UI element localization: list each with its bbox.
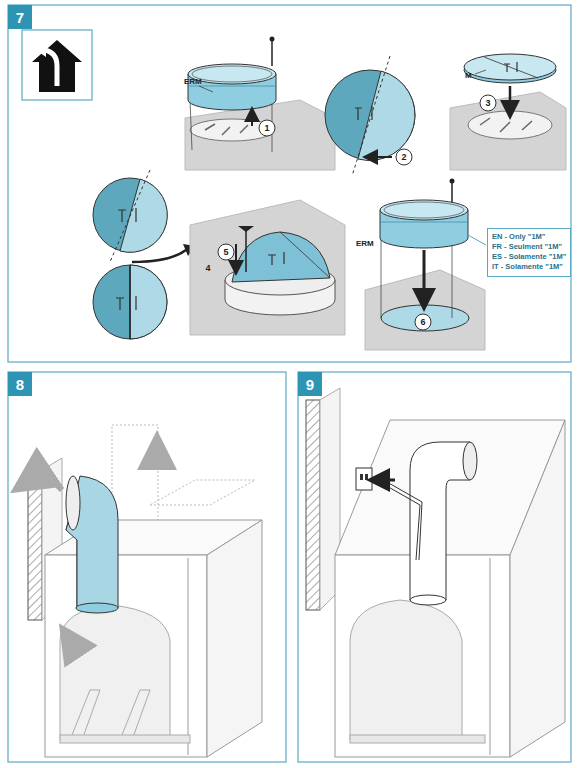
note-line: ES - Solamente "1M" [492,252,566,262]
panel-number-text: 7 [16,9,24,26]
panel-frame [298,372,571,762]
step-refit-ring [365,179,486,351]
panel-number: 9 [298,372,322,396]
note-line: IT - Solamente "1M" [492,262,566,272]
panel-frame [8,5,571,362]
step-remove-ring [185,37,335,171]
cabinet-with-plug [306,388,565,757]
panel-number-text: 9 [306,376,314,393]
panel-number: 8 [8,372,32,396]
callout-number: 1 [264,124,269,133]
callout-number: 6 [420,318,425,327]
house-icon [22,30,92,100]
step-split-flap [325,56,415,176]
note-line: FR - Seulment "1M" [492,242,566,252]
callout-number: 3 [485,99,490,108]
callout-number: 4 [205,264,210,273]
cabinet-with-duct [28,425,262,757]
panel-number-text: 8 [16,376,24,393]
note-line: EN - Only "1M" [492,232,566,242]
part-name: ERM [184,78,202,86]
part-name: ERM [356,240,374,248]
step-screw-flap [190,200,345,335]
note-box: EN - Only "1M"FR - Seulment "1M"ES - Sol… [487,228,571,277]
part-name: M [465,72,472,80]
callout-number: 5 [223,248,228,257]
step-insert-flap [450,54,566,170]
callout-number: 2 [401,153,406,162]
panel-number: 7 [8,5,32,29]
panel-frame [8,372,286,762]
